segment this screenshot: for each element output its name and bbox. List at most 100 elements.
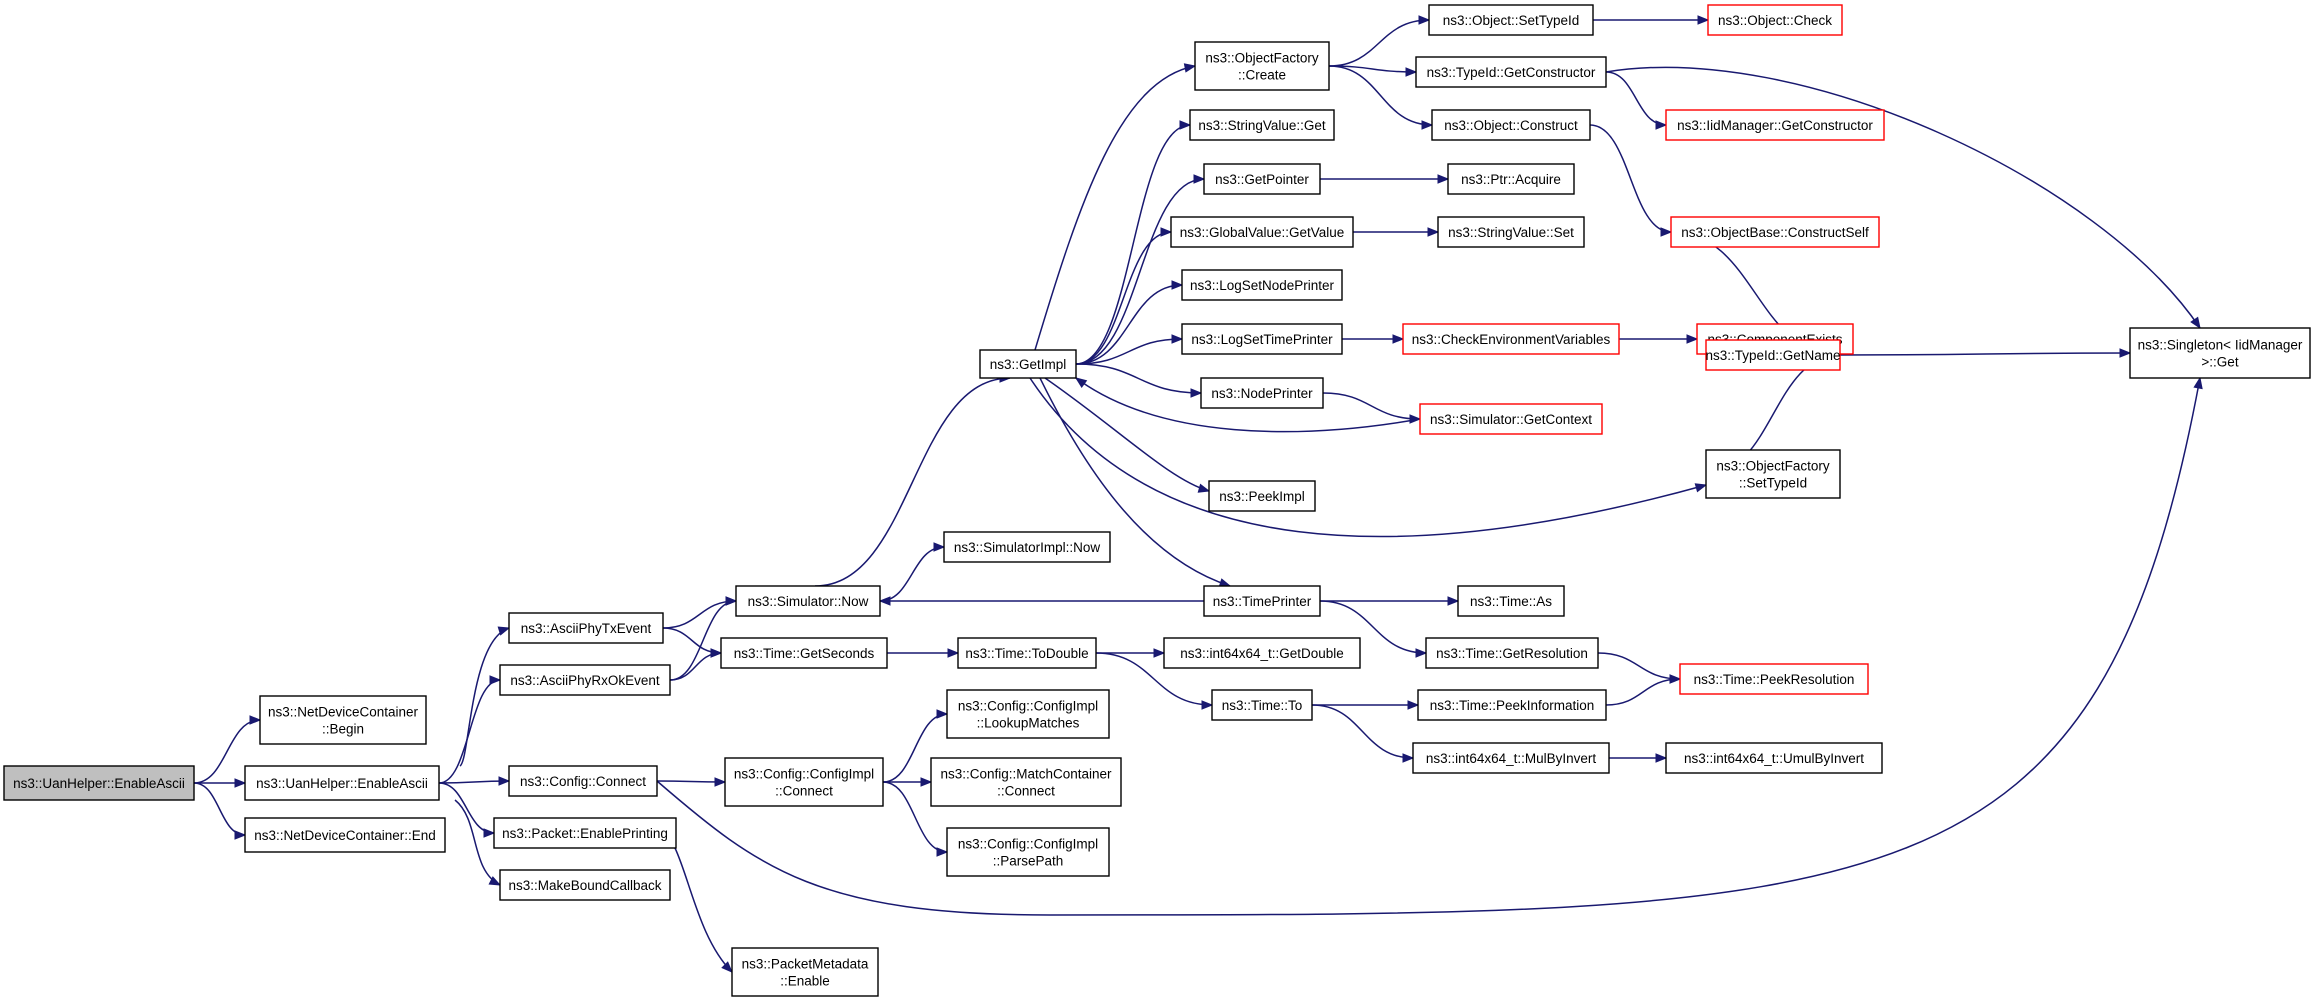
node-typeid-getconstructor[interactable]: ns3::TypeId::GetConstructor: [1415, 56, 1607, 88]
call-edge-arrowhead: [1660, 227, 1673, 237]
node-ndc-begin[interactable]: ns3::NetDeviceContainer::Begin: [259, 695, 427, 745]
node-simimpl-now[interactable]: ns3::SimulatorImpl::Now: [943, 531, 1111, 563]
call-edge-line: [814, 377, 1011, 587]
node-time-getseconds[interactable]: ns3::Time::GetSeconds: [720, 637, 888, 669]
node-sim-now[interactable]: ns3::Simulator::Now: [735, 585, 881, 617]
call-edge-obj_construct-to-objectbase_constructself: [1589, 124, 1673, 237]
node-lookupmatches[interactable]: ns3::Config::ConfigImpl::LookupMatches: [946, 689, 1110, 739]
node-time-peekresolution[interactable]: ns3::Time::PeekResolution: [1679, 663, 1869, 695]
node-box: [1203, 585, 1321, 617]
call-edge-line: [1328, 19, 1430, 67]
node-typeid-getname[interactable]: ns3::TypeId::GetName: [1705, 339, 1841, 371]
call-edge-logsettimeprinter-to-checkenv: [1342, 334, 1405, 344]
call-edge-arrowhead: [1201, 700, 1214, 710]
node-makeboundcallback[interactable]: ns3::MakeBoundCallback: [499, 869, 671, 901]
node-box: [1402, 323, 1620, 355]
call-edge-arrowhead: [1697, 15, 1710, 25]
call-edge-arrowhead: [1402, 753, 1415, 763]
node-logsetnodeprinter[interactable]: ns3::LogSetNodePrinter: [1181, 269, 1343, 301]
node-objfactory-settypeid[interactable]: ns3::ObjectFactory::SetTypeId: [1705, 449, 1841, 499]
call-edge-line: [1605, 71, 1667, 126]
node-stringvalue-set[interactable]: ns3::StringValue::Set: [1437, 216, 1585, 248]
node-asciiphytx[interactable]: ns3::AsciiPhyTxEvent: [508, 612, 664, 644]
call-edge-line: [1605, 678, 1681, 706]
node-label: ns3::Config::ConfigImpl: [734, 767, 874, 782]
node-iidmanager-getconstructor[interactable]: ns3::IidManager::GetConstructor: [1665, 109, 1885, 141]
node-label: ns3::Object::Construct: [1444, 118, 1578, 133]
call-edge-asciiphytx-to-sim_now: [662, 596, 738, 629]
node-time-todouble[interactable]: ns3::Time::ToDouble: [957, 637, 1097, 669]
node-label: ns3::Config::ConfigImpl: [958, 837, 1098, 852]
node-label: ns3::IidManager::GetConstructor: [1677, 118, 1873, 133]
node-box: [946, 689, 1110, 739]
node-box: [1417, 689, 1607, 721]
node-label: ns3::PacketMetadata: [742, 957, 869, 972]
node-ptr-acquire[interactable]: ns3::Ptr::Acquire: [1447, 163, 1575, 195]
node-time-peekinformation[interactable]: ns3::Time::PeekInformation: [1417, 689, 1607, 721]
node-peekimpl[interactable]: ns3::PeekImpl: [1208, 480, 1316, 512]
node-parsepath[interactable]: ns3::Config::ConfigImpl::ParsePath: [946, 827, 1110, 877]
node-checkenv[interactable]: ns3::CheckEnvironmentVariables: [1402, 323, 1620, 355]
call-edge-getimpl-to-stringvalue_get: [1075, 120, 1192, 365]
node-label: ::Enable: [780, 974, 830, 989]
node-ndc-end[interactable]: ns3::NetDeviceContainer::End: [244, 817, 446, 853]
node-sim-getcontext[interactable]: ns3::Simulator::GetContext: [1419, 403, 1603, 435]
node-enableascii[interactable]: ns3::UanHelper::EnableAscii: [244, 765, 440, 801]
node-configimpl-connect[interactable]: ns3::Config::ConfigImpl::Connect: [724, 757, 884, 807]
node-objfactory-create[interactable]: ns3::ObjectFactory::Create: [1194, 41, 1330, 91]
node-box: [724, 757, 884, 807]
node-label: ns3::Singleton< IidManager: [2138, 338, 2303, 353]
node-label: ns3::Object::SetTypeId: [1443, 13, 1580, 28]
node-label: >::Get: [2201, 355, 2238, 370]
node-root[interactable]: ns3::UanHelper::EnableAscii: [3, 765, 195, 801]
node-config-connect[interactable]: ns3::Config::Connect: [508, 765, 658, 797]
node-box: [735, 585, 881, 617]
call-edge-arrowhead: [1447, 596, 1460, 606]
node-int64-getdouble[interactable]: ns3::int64x64_t::GetDouble: [1163, 637, 1361, 669]
node-obj-construct[interactable]: ns3::Object::Construct: [1431, 109, 1591, 141]
node-logsettimeprinter[interactable]: ns3::LogSetTimePrinter: [1181, 323, 1343, 355]
node-label: ns3::Time::ToDouble: [965, 646, 1088, 661]
call-edge-arrowhead: [1421, 120, 1434, 130]
node-label: ::ParsePath: [993, 854, 1064, 869]
node-box: [1163, 637, 1361, 669]
node-time-to[interactable]: ns3::Time::To: [1211, 689, 1313, 721]
node-packet-enableprinting[interactable]: ns3::Packet::EnablePrinting: [493, 817, 677, 849]
call-edge-arrowhead: [710, 648, 723, 658]
call-edge-arrowhead: [1190, 388, 1203, 398]
node-globalvalue-getvalue[interactable]: ns3::GlobalValue::GetValue: [1170, 216, 1354, 248]
node-asciiphyrx[interactable]: ns3::AsciiPhyRxOkEvent: [499, 664, 671, 696]
call-edge-line: [1029, 377, 1707, 538]
node-int64-mulbyinvert[interactable]: ns3::int64x64_t::MulByInvert: [1412, 742, 1610, 774]
node-timeprinter[interactable]: ns3::TimePrinter: [1203, 585, 1321, 617]
call-edge-timeprinter-to-sim_now: [878, 596, 1204, 606]
call-edge-enableascii-to-config_connect: [438, 776, 511, 786]
node-packetmetadata-enable[interactable]: ns3::PacketMetadata::Enable: [731, 947, 879, 997]
call-edge-line: [1328, 65, 1417, 73]
node-matchcontainer-connect[interactable]: ns3::Config::MatchContainer::Connect: [930, 757, 1122, 807]
node-box: [508, 612, 664, 644]
node-time-as[interactable]: ns3::Time::As: [1457, 585, 1565, 617]
node-label: ns3::Time::GetSeconds: [734, 646, 875, 661]
node-getimpl[interactable]: ns3::GetImpl: [979, 349, 1077, 379]
call-edge-arrowhead: [1074, 377, 1088, 389]
node-box: [1170, 216, 1354, 248]
node-label: ns3::Packet::EnablePrinting: [502, 826, 668, 841]
node-box: [731, 947, 879, 997]
node-label: ns3::Config::MatchContainer: [940, 767, 1112, 782]
node-time-getresolution[interactable]: ns3::Time::GetResolution: [1425, 637, 1599, 669]
node-objectbase-constructself[interactable]: ns3::ObjectBase::ConstructSelf: [1670, 216, 1880, 248]
node-stringvalue-get[interactable]: ns3::StringValue::Get: [1189, 109, 1335, 141]
node-int64-umulbyinvert[interactable]: ns3::int64x64_t::UmulByInvert: [1665, 742, 1883, 774]
node-nodeprinter[interactable]: ns3::NodePrinter: [1200, 377, 1324, 409]
call-edge-arrowhead: [1193, 174, 1206, 184]
node-box: [1457, 585, 1565, 617]
call-edge-arrowhead: [1415, 648, 1428, 658]
call-edge-arrowhead: [936, 847, 949, 857]
node-box: [1437, 216, 1585, 248]
node-singleton-get[interactable]: ns3::Singleton< IidManager >::Get: [2129, 327, 2311, 379]
node-obj-check[interactable]: ns3::Object::Check: [1707, 4, 1843, 36]
node-getpointer[interactable]: ns3::GetPointer: [1203, 163, 1321, 195]
node-label: ns3::Simulator::Now: [748, 594, 869, 609]
node-obj-settypeid[interactable]: ns3::Object::SetTypeId: [1428, 4, 1594, 36]
